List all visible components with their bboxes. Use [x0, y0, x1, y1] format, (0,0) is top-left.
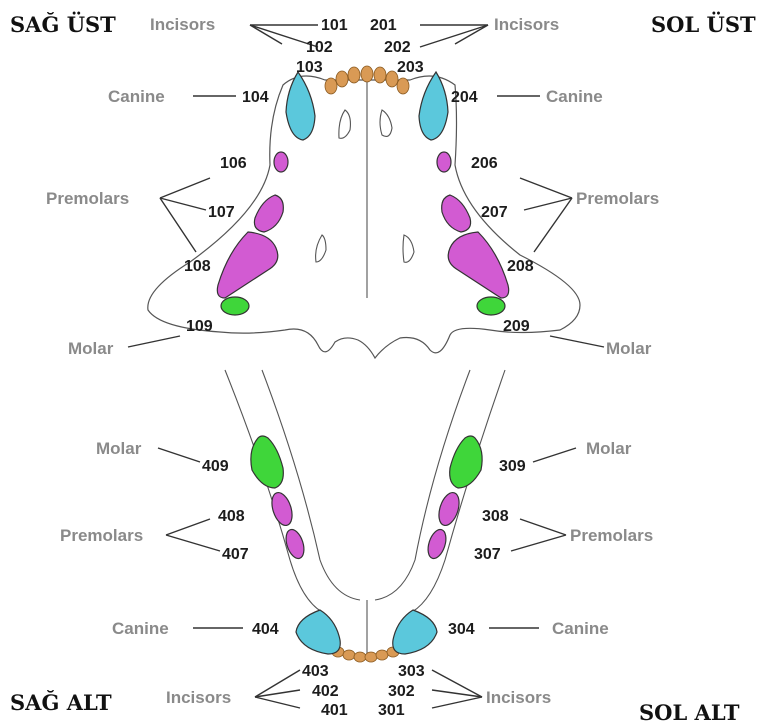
label-premolars-upper-right: Premolars: [46, 189, 129, 208]
tooth-number-102: 102: [306, 39, 333, 56]
tooth-number-101: 101: [321, 17, 348, 34]
tooth-number-307: 307: [474, 546, 501, 563]
tooth-number-207: 207: [481, 204, 508, 221]
label-canine-upper-right: Canine: [108, 87, 165, 106]
tooth-number-204: 204: [451, 89, 478, 106]
label-premolars-lower-left: Premolars: [570, 526, 653, 545]
label-molar-lower-left: Molar: [586, 439, 632, 458]
incisor-tooth: [343, 650, 355, 660]
label-incisors-lower-left: Incisors: [486, 688, 551, 707]
tooth-number-402: 402: [312, 683, 339, 700]
tooth-number-408: 408: [218, 508, 245, 525]
tooth-number-409: 409: [202, 458, 229, 475]
corner-label-lower-right: SAĞ ALT: [10, 690, 112, 715]
incisor-tooth: [348, 67, 360, 83]
premolar-tooth-106: [274, 152, 288, 172]
label-molar-lower-right: Molar: [96, 439, 142, 458]
label-premolars-lower-right: Premolars: [60, 526, 143, 545]
tooth-number-109: 109: [186, 318, 213, 335]
tooth-number-108: 108: [184, 258, 211, 275]
incisor-tooth: [325, 78, 337, 94]
tooth-number-302: 302: [388, 683, 415, 700]
tooth-number-403: 403: [302, 663, 329, 680]
incisor-tooth: [336, 71, 348, 87]
tooth-number-106: 106: [220, 155, 247, 172]
molar-tooth-209: [477, 297, 505, 315]
premolar-tooth-408: [268, 490, 296, 528]
tooth-number-208: 208: [507, 258, 534, 275]
label-incisors-upper-right: Incisors: [150, 15, 215, 34]
tooth-number-103: 103: [296, 59, 323, 76]
premolar-tooth-407: [283, 527, 307, 560]
tooth-number-309: 309: [499, 458, 526, 475]
tooth-number-407: 407: [222, 546, 249, 563]
molar-tooth-309: [450, 436, 482, 488]
label-molar-upper-left: Molar: [606, 339, 652, 358]
label-incisors-upper-left: Incisors: [494, 15, 559, 34]
label-canine-lower-left: Canine: [552, 619, 609, 638]
molar-tooth-409: [251, 436, 283, 488]
tooth-number-104: 104: [242, 89, 269, 106]
corner-label-lower-left: SOL ALT: [639, 700, 740, 725]
tooth-number-303: 303: [398, 663, 425, 680]
premolar-tooth-307: [425, 527, 449, 560]
label-premolars-upper-left: Premolars: [576, 189, 659, 208]
tooth-number-404: 404: [252, 621, 279, 638]
tooth-number-206: 206: [471, 155, 498, 172]
incisor-tooth: [397, 78, 409, 94]
tooth-number-107: 107: [208, 204, 235, 221]
tooth-number-301: 301: [378, 702, 405, 719]
label-incisors-lower-right: Incisors: [166, 688, 231, 707]
lower-jaw-outer-left: [412, 370, 505, 612]
label-canine-lower-right: Canine: [112, 619, 169, 638]
incisor-tooth: [361, 66, 373, 82]
canine-tooth-304: [393, 610, 437, 654]
canine-tooth-404: [296, 610, 340, 654]
premolar-tooth-206: [437, 152, 451, 172]
incisor-tooth: [374, 67, 386, 83]
corner-label-upper-right: SAĞ ÜST: [10, 12, 116, 37]
tooth-number-308: 308: [482, 508, 509, 525]
premolar-tooth-308: [435, 490, 463, 528]
incisor-tooth: [365, 652, 377, 662]
label-molar-upper-right: Molar: [68, 339, 114, 358]
tooth-number-201: 201: [370, 17, 397, 34]
molar-tooth-109: [221, 297, 249, 315]
tooth-number-401: 401: [321, 702, 348, 719]
incisor-tooth: [376, 650, 388, 660]
tooth-number-304: 304: [448, 621, 475, 638]
tooth-number-209: 209: [503, 318, 530, 335]
corner-label-upper-left: SOL ÜST: [651, 12, 756, 37]
incisor-tooth: [354, 652, 366, 662]
label-canine-upper-left: Canine: [546, 87, 603, 106]
tooth-number-203: 203: [397, 59, 424, 76]
lower-jaw-outer-right: [225, 370, 322, 612]
lower-incisors: [332, 647, 399, 662]
tooth-number-202: 202: [384, 39, 411, 56]
